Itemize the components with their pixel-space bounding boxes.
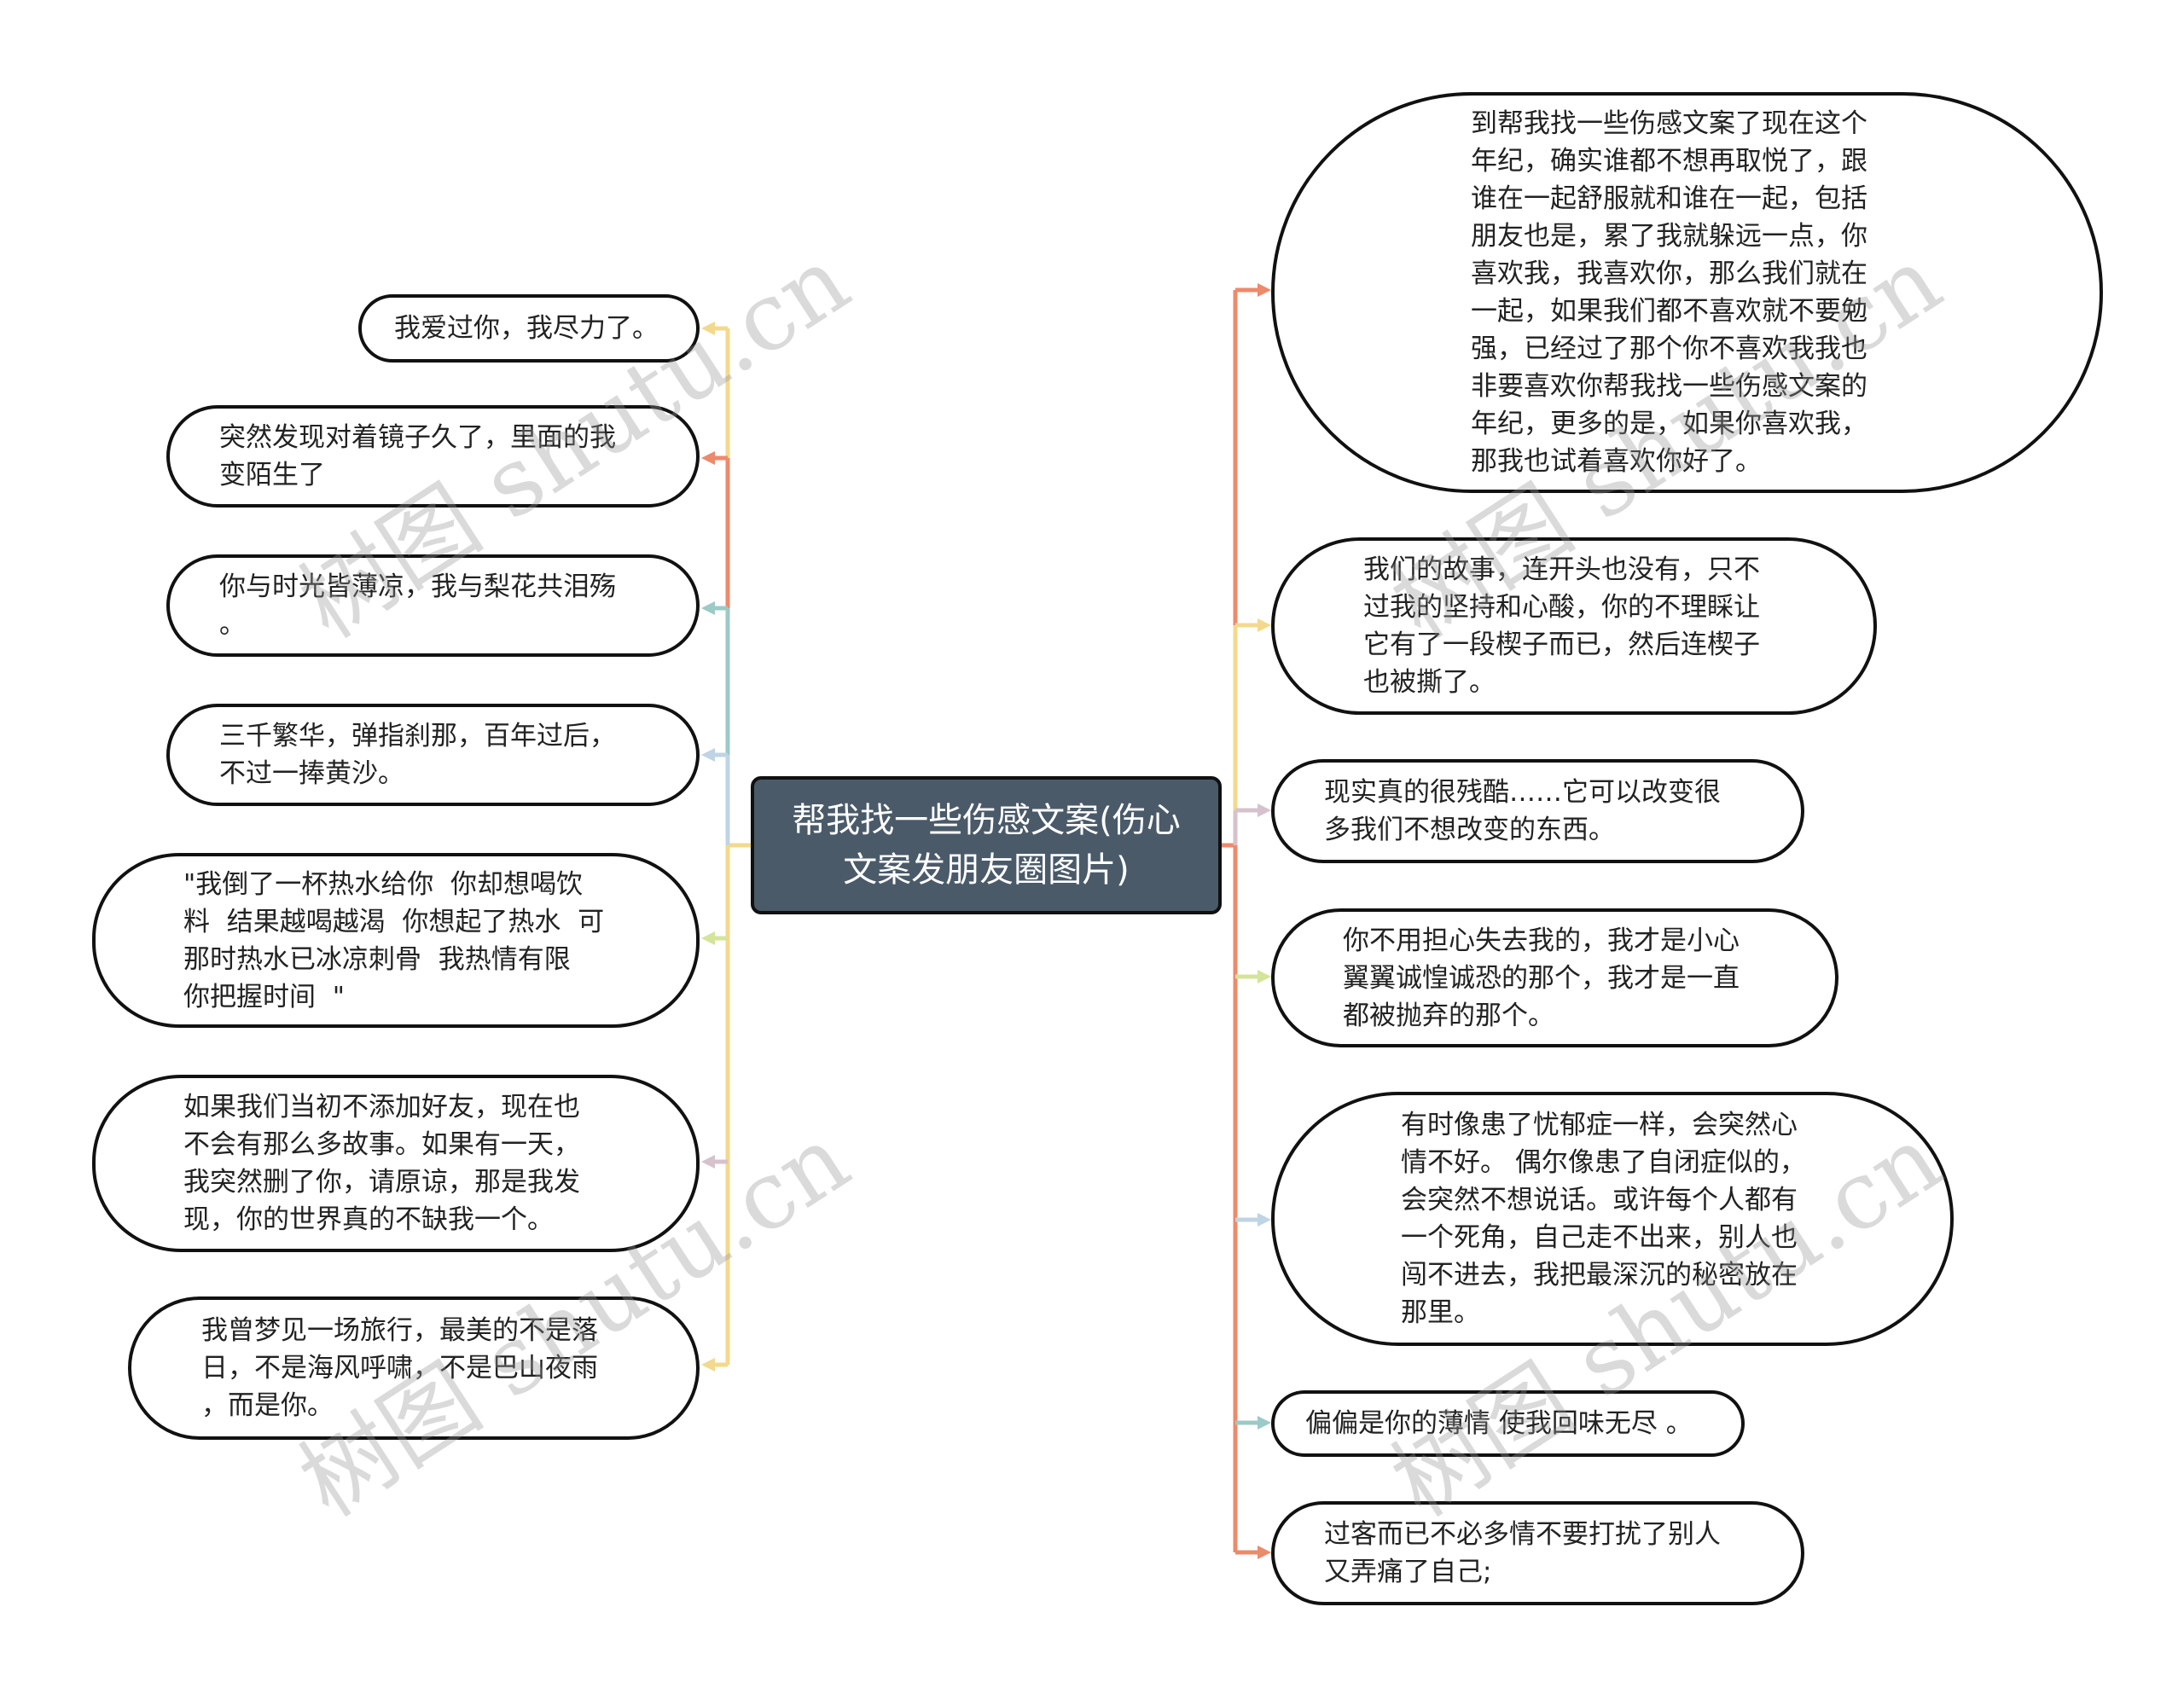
right-node-1[interactable]: 到帮我找一些伤感文案了现在这个 年纪，确实谁都不想再取悦了，跟 谁在一起舒服就和… — [1271, 92, 2103, 493]
node-text: 我爱过你，我尽力了。 — [394, 313, 659, 344]
node-text: 三千繁华，弹指刹那，百年过后， 不过一捧黄沙。 — [219, 721, 616, 789]
right-node-5[interactable]: 有时像患了忧郁症一样，会突然心 情不好。 偶尔像患了自闭症似的， 会突然不想说话… — [1271, 1092, 1954, 1346]
right-node-2[interactable]: 我们的故事，连开头也没有，只不 过我的坚持和心酸，你的不理睬让 它有了一段楔子而… — [1271, 537, 1877, 715]
left-node-7[interactable]: 我曾梦见一场旅行，最美的不是落 日，不是海风呼啸，不是巴山夜雨 ，而是你。 — [128, 1296, 700, 1440]
left-node-6[interactable]: 如果我们当初不添加好友，现在也 不会有那么多故事。如果有一天， 我突然删了你，请… — [92, 1075, 700, 1252]
left-node-2[interactable]: 突然发现对着镜子久了，里面的我 变陌生了 — [166, 405, 700, 508]
node-text: 我们的故事，连开头也没有，只不 过我的坚持和心酸，你的不理睬让 它有了一段楔子而… — [1363, 554, 1760, 698]
right-arrowheads — [1258, 283, 1271, 1559]
left-node-3[interactable]: 你与时光皆薄凉，我与梨花共泪殇 。 — [166, 554, 700, 657]
left-node-5[interactable]: "我倒了一杯热水给你 你却想喝饮 料 结果越喝越渴 你想起了热水 可 那时热水已… — [92, 853, 700, 1028]
node-text: 如果我们当初不添加好友，现在也 不会有那么多故事。如果有一天， 我突然删了你，请… — [183, 1092, 580, 1235]
node-text: 偏偏是你的薄情 使我回味无尽 。 — [1305, 1408, 1693, 1439]
node-text: 现实真的很残酷……它可以改变很 多我们不想改变的东西。 — [1324, 777, 1721, 845]
left-node-1[interactable]: 我爱过你，我尽力了。 — [358, 294, 700, 363]
node-text: 你与时光皆薄凉，我与梨花共泪殇 。 — [219, 571, 616, 640]
node-text: 突然发现对着镜子久了，里面的我 变陌生了 — [219, 422, 616, 490]
root-topic-node[interactable]: 帮我找一些伤感文案(伤心 文案发朋友圈图片) — [751, 776, 1222, 914]
node-text: 我曾梦见一场旅行，最美的不是落 日，不是海风呼啸，不是巴山夜雨 ，而是你。 — [201, 1315, 598, 1421]
node-text: "我倒了一杯热水给你 你却想喝饮 料 结果越喝越渴 你想起了热水 可 那时热水已… — [183, 868, 605, 1012]
right-connectors — [1222, 287, 1261, 1555]
left-connectors — [710, 326, 751, 1367]
node-text: 你不用担心失去我的，我才是小心 翼翼诚惶诚恐的那个，我才是一直 都被抛弃的那个。 — [1343, 925, 1740, 1031]
right-node-3[interactable]: 现实真的很残酷……它可以改变很 多我们不想改变的东西。 — [1271, 759, 1804, 863]
left-node-4[interactable]: 三千繁华，弹指刹那，百年过后， 不过一捧黄沙。 — [166, 704, 700, 806]
right-node-6[interactable]: 偏偏是你的薄情 使我回味无尽 。 — [1271, 1390, 1745, 1457]
right-node-7[interactable]: 过客而已不必多情不要打扰了别人 又弄痛了自己; — [1271, 1501, 1804, 1605]
node-text: 有时像患了忧郁症一样，会突然心 情不好。 偶尔像患了自闭症似的， 会突然不想说话… — [1401, 1110, 1806, 1328]
node-text: 过客而已不必多情不要打扰了别人 又弄痛了自己; — [1324, 1519, 1721, 1587]
right-node-4[interactable]: 你不用担心失去我的，我才是小心 翼翼诚惶诚恐的那个，我才是一直 都被抛弃的那个。 — [1271, 908, 1838, 1047]
node-text: 到帮我找一些伤感文案了现在这个 年纪，确实谁都不想再取悦了，跟 谁在一起舒服就和… — [1471, 108, 1867, 477]
left-arrowheads — [701, 322, 715, 1372]
root-topic-title: 帮我找一些伤感文案(伤心 文案发朋友圈图片) — [792, 801, 1181, 890]
